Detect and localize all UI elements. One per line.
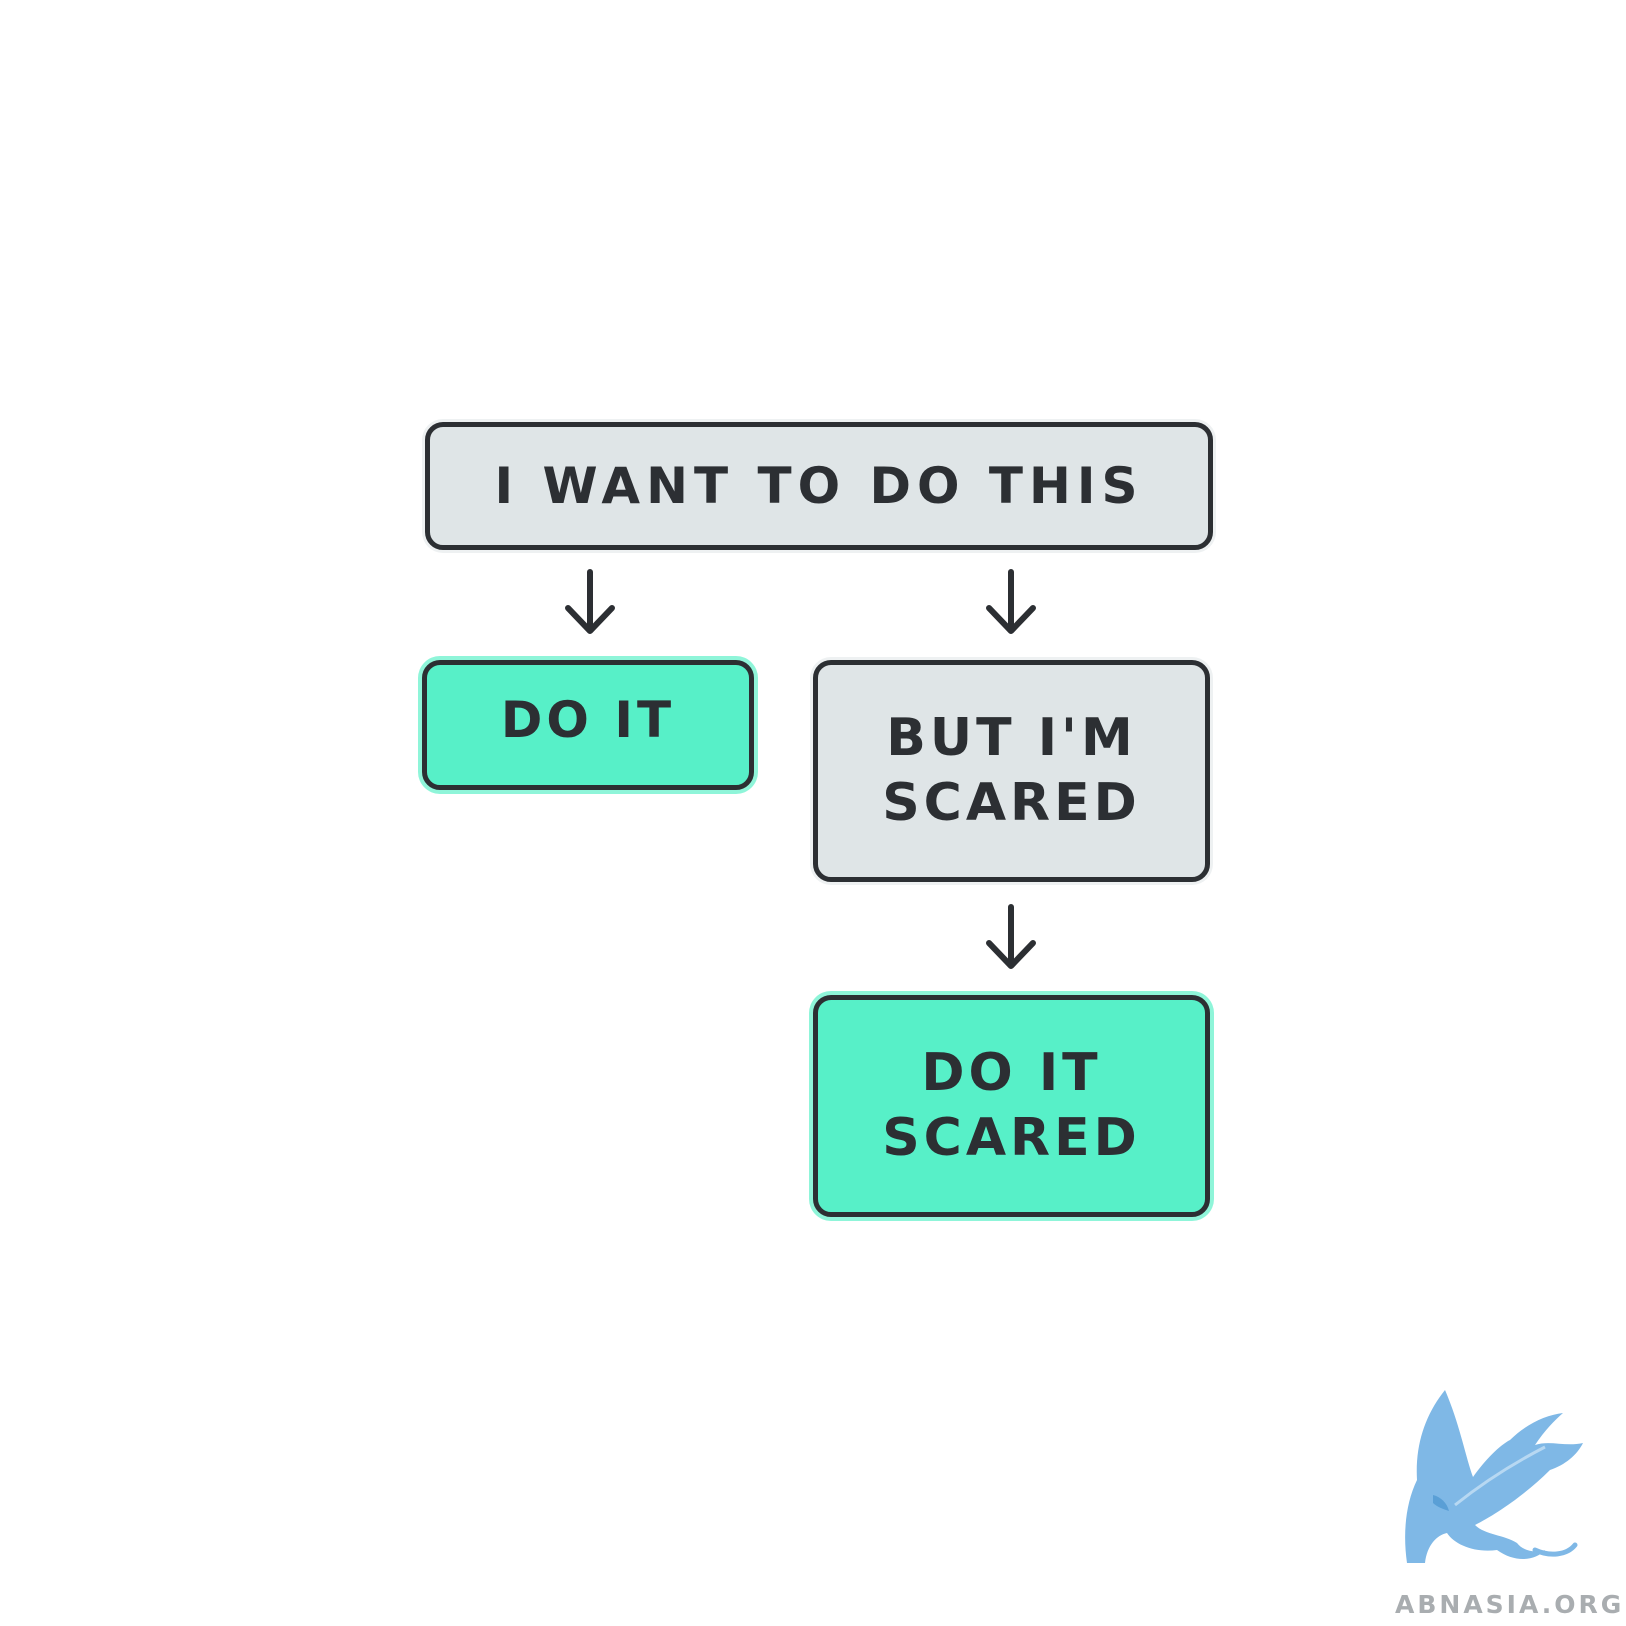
arrow-down-icon xyxy=(981,568,1041,638)
node-label: I WANT TO DO THIS xyxy=(494,456,1144,515)
arrow-down-icon xyxy=(560,568,620,638)
node-but-im-scared: BUT I'M SCARED xyxy=(813,660,1210,882)
node-i-want-to-do-this: I WANT TO DO THIS xyxy=(425,422,1213,550)
node-label-line-1: BUT I'M xyxy=(886,708,1137,768)
node-label-line-2: SCARED xyxy=(882,1108,1141,1168)
node-do-it: DO IT xyxy=(422,660,754,790)
arrow-down-icon xyxy=(981,903,1041,973)
node-label-line-1: DO IT xyxy=(921,1043,1102,1103)
node-do-it-scared: DO IT SCARED xyxy=(813,995,1210,1217)
node-label-line-2: SCARED xyxy=(882,773,1141,833)
griffin-logo-icon xyxy=(1385,1385,1585,1575)
node-label: DO IT xyxy=(500,690,676,749)
watermark-text: ABNASIA.ORG xyxy=(1395,1590,1625,1619)
